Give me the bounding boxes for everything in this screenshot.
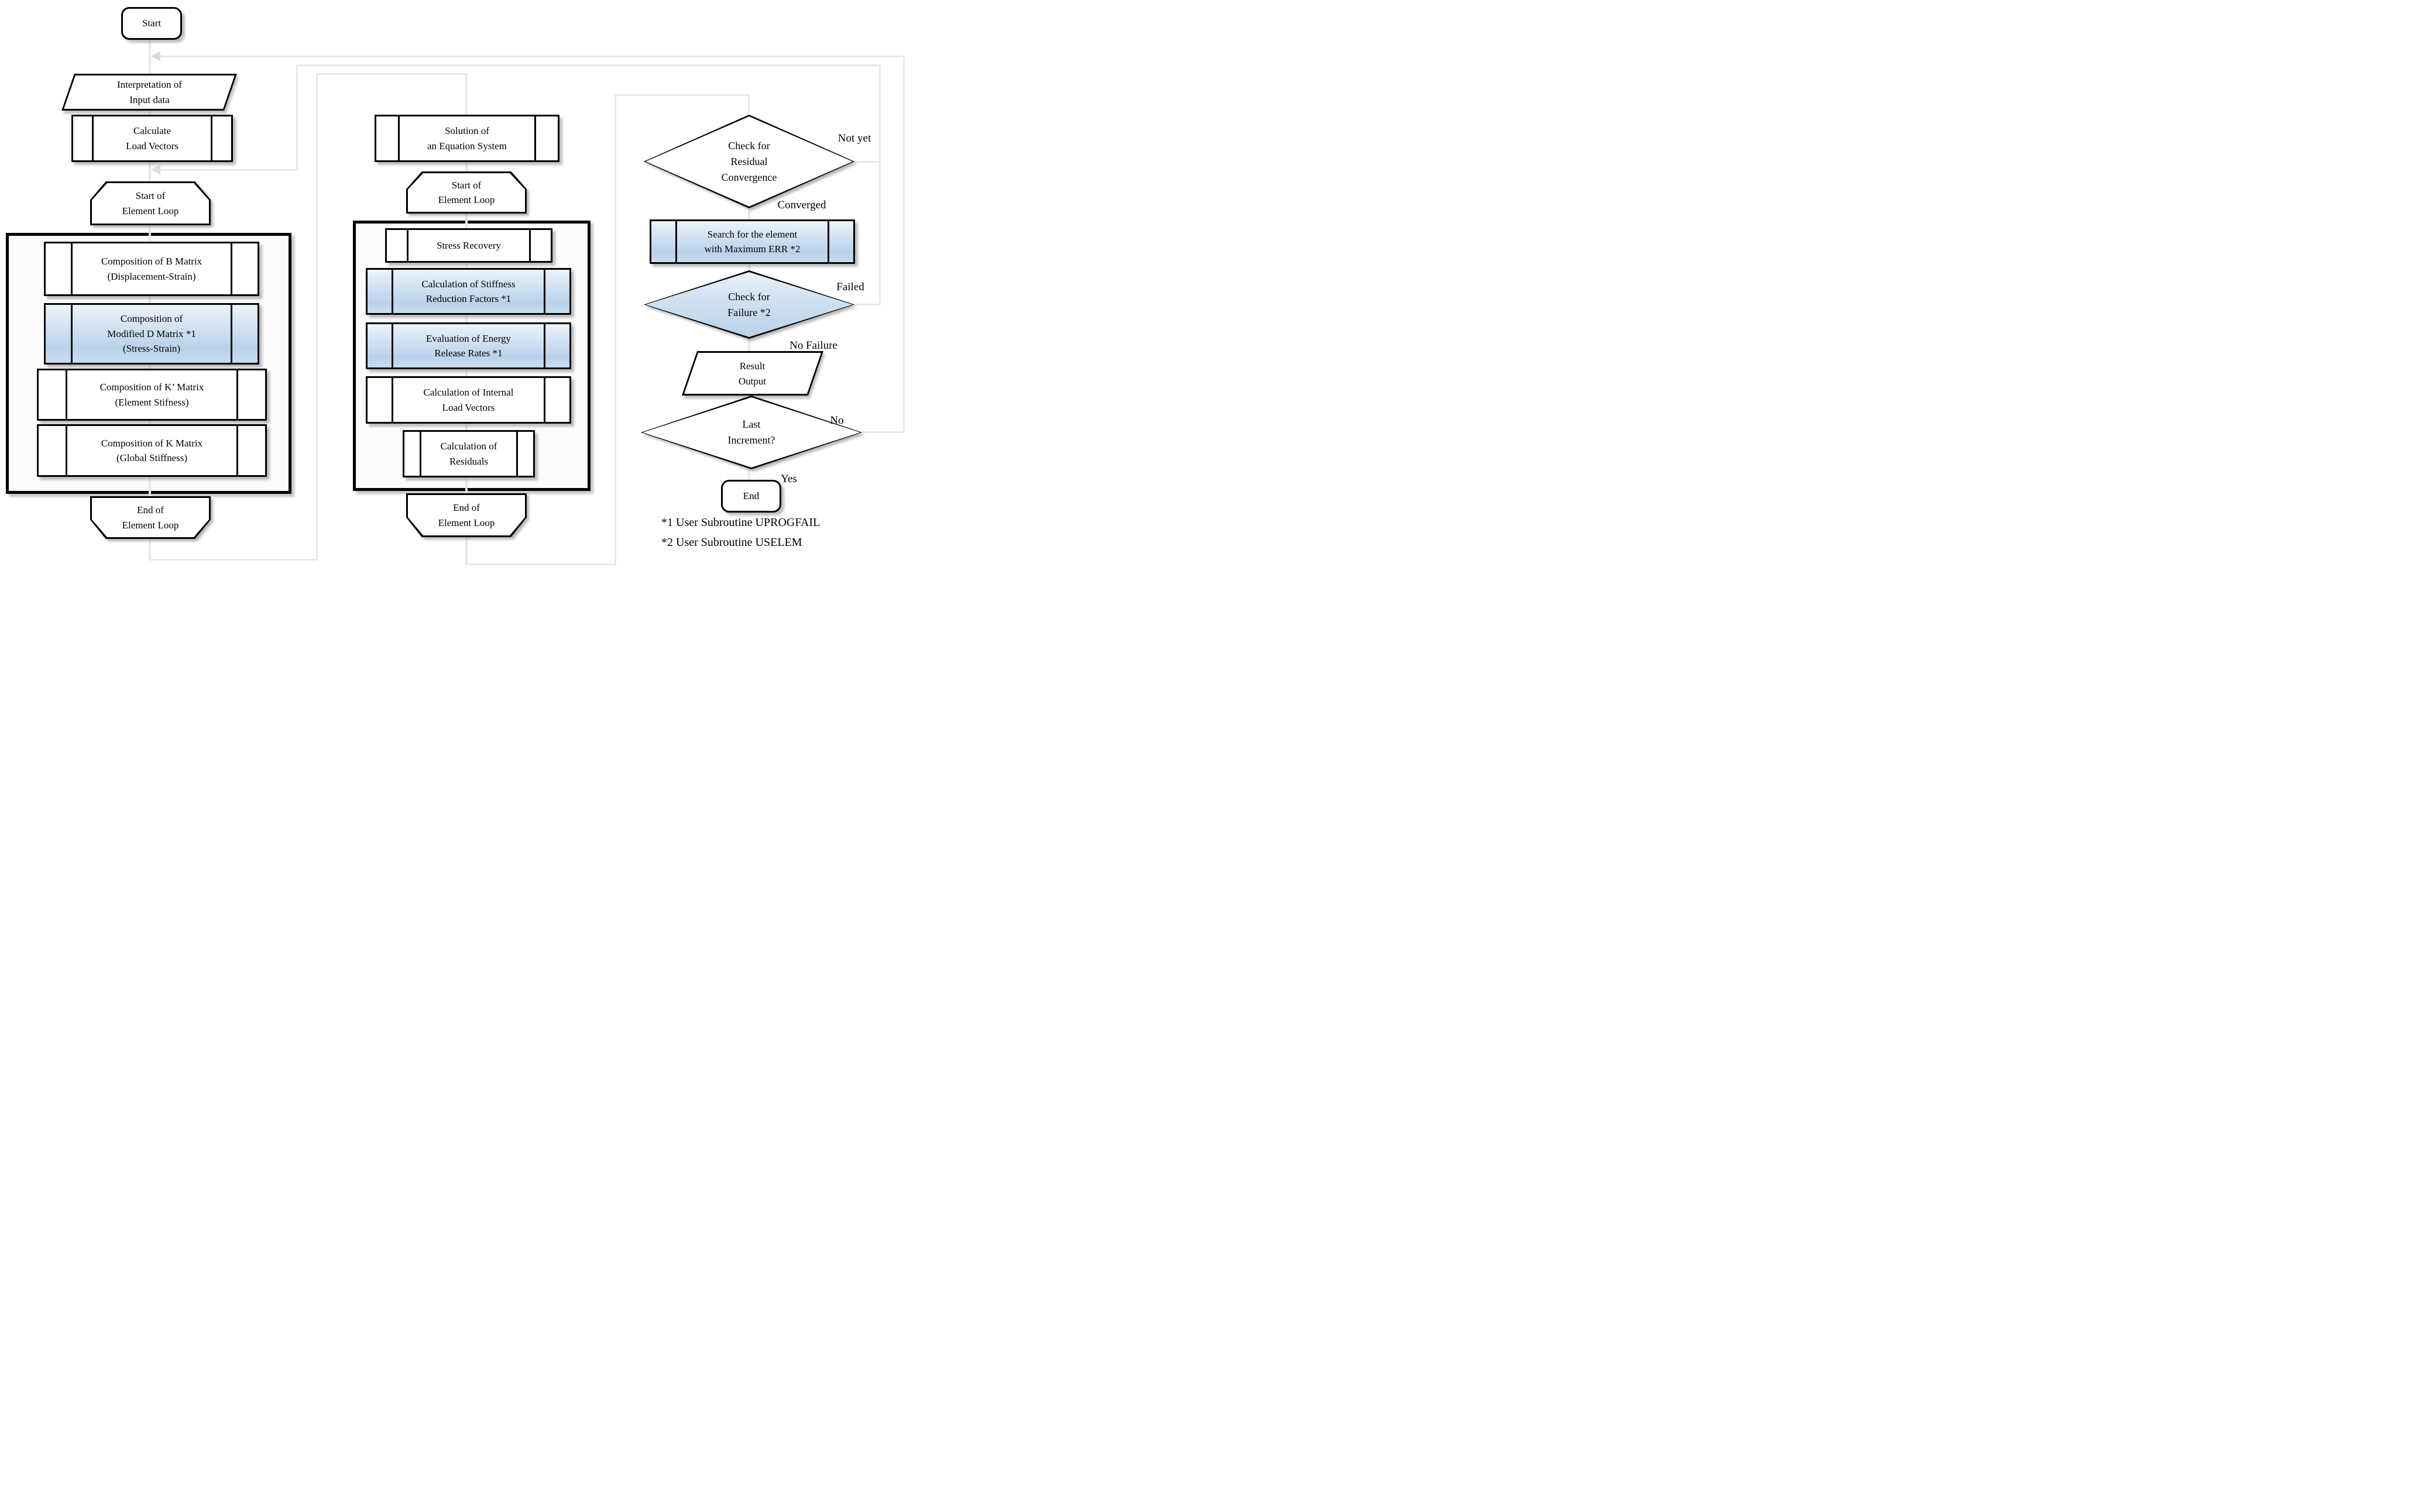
connector-stiffness-energy [465, 311, 468, 322]
process-composition-modified-d-matrix: Composition of Modified D Matrix *1 (Str… [44, 303, 259, 365]
connector-loop1-to-solution-up [316, 73, 318, 560]
edge-label-converged: Converged [777, 199, 826, 211]
connector-yes [748, 469, 750, 483]
merge-arrow-icon-notyet-return [151, 164, 160, 175]
connector-solution-entry [465, 74, 467, 115]
loop-limit-fill [408, 173, 525, 212]
loop-limit-start-element-loop-2: Start of Element Loop [406, 171, 527, 214]
loop-limit-fill [92, 498, 209, 537]
process-composition-modified-d-matrix-label: Composition of Modified D Matrix *1 (Str… [107, 313, 196, 355]
connector-loopstart2-stress [465, 214, 468, 228]
process-stress-recovery-label: Stress Recovery [436, 239, 501, 251]
connector-loop1-to-solution-top [316, 73, 468, 75]
loop-limit-end-element-loop-1-label: End of Element Loop [122, 504, 179, 531]
process-composition-k-prime-matrix-label: Composition of K’ Matrix (Element Stifne… [99, 382, 204, 408]
footnote-uselem: *2 User Subroutine USELEM [661, 536, 802, 549]
process-composition-k-matrix-label: Composition of K Matrix (Global Stiffnes… [101, 437, 203, 464]
connector-no-return-top [152, 56, 904, 57]
terminator-start-label: Start [142, 18, 162, 29]
connector-notyet-return-right [879, 64, 881, 305]
connector-solution-loopstart2 [465, 159, 468, 173]
connector-stress-stiffness [465, 259, 468, 268]
connector-interpretation-calculate [149, 107, 151, 115]
loop-limit-fill [408, 495, 525, 535]
process-calculate-load-vectors: Calculate Load Vectors [71, 115, 233, 162]
terminator-end: End [721, 480, 781, 513]
decision-last-increment-label: Last Increment? [727, 418, 775, 446]
merge-arrow-icon-no-return [151, 51, 160, 61]
loop-limit-end-element-loop-2: End of Element Loop [406, 493, 527, 537]
connector-residuals-loopend2 [465, 474, 468, 493]
process-calculation-residuals: Calculation of Residuals [403, 430, 535, 477]
connector-no-return-right [903, 56, 905, 433]
decision-check-failure: Check for Failure *2 [644, 270, 854, 339]
connector-failed-branch [853, 304, 880, 305]
connector-calculate-loopstart1 [149, 159, 151, 181]
connector-dmatrix-kprime [149, 361, 151, 369]
connector-internal-residuals [465, 420, 468, 430]
connector-start-interpretation [149, 36, 151, 74]
connector-loop1-to-solution-bottom [150, 559, 318, 561]
process-calculation-residuals-label: Calculation of Residuals [440, 441, 497, 467]
io-interpretation-input-data-label: Interpretation of Input data [116, 79, 182, 105]
loop-limit-start-element-loop-1: Start of Element Loop [90, 181, 211, 225]
process-calculation-internal-load: Calculation of Internal Load Vectors [366, 376, 571, 424]
decision-check-residual-convergence-label: Check for Residual Convergence [721, 139, 777, 183]
process-evaluation-energy-release-label: Evaluation of Energy Release Rates *1 [425, 332, 511, 359]
process-calculate-load-vectors-label: Calculate Load Vectors [126, 125, 178, 152]
connector-notyet-return-down [296, 64, 298, 170]
process-evaluation-energy-release: Evaluation of Energy Release Rates *1 [366, 322, 571, 369]
loop-limit-end-element-loop-2-label: End of Element Loop [438, 502, 495, 528]
connector-no-branch [861, 431, 904, 433]
connector-notyet-branch [853, 161, 880, 163]
process-composition-k-matrix: Composition of K Matrix (Global Stiffnes… [37, 424, 267, 477]
process-solution-equation-system-label: Solution of an Equation System [427, 125, 507, 152]
connector-loop2-to-check-bottom [466, 563, 616, 565]
terminator-end-label: End [743, 490, 760, 502]
connector-check-residual-entry [748, 94, 750, 115]
loop-limit-start-element-loop-2-label: Start of Element Loop [438, 179, 495, 206]
decision-check-failure-label: Check for Failure *2 [727, 290, 771, 318]
io-result-output: Result Output [681, 351, 824, 396]
connector-notyet-return-top [296, 64, 881, 66]
io-interpretation-input-data: Interpretation of Input data [61, 74, 237, 111]
connector-nofailure [748, 339, 750, 351]
io-result-output-label: Result Output [739, 360, 767, 387]
connector-converged [748, 208, 750, 219]
process-calculation-stiffness-reduction-label: Calculation of Stiffness Reduction Facto… [421, 278, 516, 305]
edge-label-failed: Failed [836, 281, 864, 293]
process-calculation-internal-load-label: Calculation of Internal Load Vectors [423, 387, 514, 413]
edge-label-no-failure: No Failure [789, 339, 837, 352]
footnote-uprogfail: *1 User Subroutine UPROGFAIL [661, 516, 821, 529]
connector-kmatrix-loopend1 [149, 473, 151, 496]
process-search-max-err-label: Search for the element with Maximum ERR … [704, 228, 801, 255]
connector-search-failure [748, 260, 750, 270]
decision-check-residual-convergence: Check for Residual Convergence [644, 115, 854, 208]
process-composition-b-matrix: Composition of B Matrix (Displacement-St… [44, 242, 259, 296]
connector-kprime-kmatrix [149, 417, 151, 424]
connector-energy-internal [465, 366, 468, 376]
process-calculation-stiffness-reduction: Calculation of Stiffness Reduction Facto… [366, 268, 571, 315]
connector-loopstart1-bmatrix [149, 225, 151, 242]
connector-bmatrix-dmatrix [149, 293, 151, 303]
loop-limit-start-element-loop-1-label: Start of Element Loop [122, 190, 179, 217]
decision-last-increment: Last Increment? [641, 396, 862, 469]
process-composition-k-prime-matrix: Composition of K’ Matrix (Element Stifne… [37, 369, 267, 421]
terminator-start: Start [121, 7, 182, 40]
process-solution-equation-system: Solution of an Equation System [375, 115, 559, 162]
process-composition-b-matrix-label: Composition of B Matrix (Displacement-St… [101, 256, 202, 282]
process-stress-recovery: Stress Recovery [385, 228, 552, 263]
loop-limit-end-element-loop-1: End of Element Loop [90, 496, 211, 539]
connector-loop2-to-check-top [614, 94, 750, 96]
connector-loopend1-down [149, 539, 151, 561]
edge-label-yes: Yes [781, 473, 797, 485]
connector-loopend2-down [465, 537, 468, 565]
flowchart-canvas: Start Interpretation of Input data Calcu… [0, 0, 912, 566]
connector-loop2-to-check-up [614, 94, 616, 565]
connector-notyet-return-entry [153, 169, 297, 171]
process-search-max-err: Search for the element with Maximum ERR … [650, 219, 855, 264]
loop-limit-fill [92, 183, 209, 224]
edge-label-no: No [830, 414, 844, 427]
edge-label-not-yet: Not yet [837, 132, 871, 145]
